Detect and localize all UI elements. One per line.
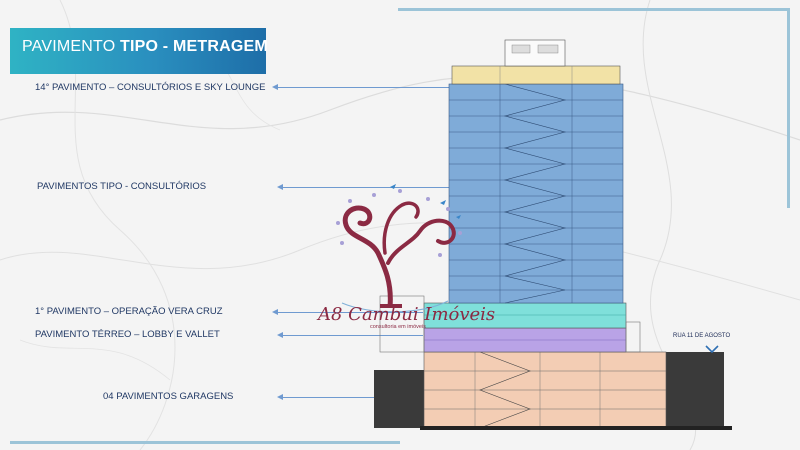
pointer-arrow-ground bbox=[277, 332, 283, 338]
street-arrow-icon bbox=[705, 345, 719, 354]
street-label: RUA 11 DE AGOSTO bbox=[673, 333, 731, 339]
pointer-line-floor1 bbox=[278, 312, 423, 313]
neighbor-outline bbox=[379, 295, 641, 353]
typical-floors bbox=[448, 83, 624, 304]
roof-structure bbox=[504, 39, 566, 67]
pointer-arrow-typical bbox=[277, 184, 283, 190]
title-banner: PAVIMENTO TIPO - METRAGEM bbox=[10, 28, 268, 74]
bird-icon bbox=[390, 184, 461, 219]
title-normal: PAVIMENTO bbox=[22, 38, 121, 55]
watermark-arc bbox=[341, 300, 449, 313]
pointer-arrow-floor1 bbox=[272, 309, 278, 315]
pointer-line-floor14 bbox=[278, 87, 450, 88]
pointer-line-garage bbox=[283, 397, 423, 398]
label-floor14: 14° PAVIMENTO – CONSULTÓRIOS E SKY LOUNG… bbox=[35, 82, 266, 93]
label-garage: 04 PAVIMENTOS GARAGENS bbox=[103, 391, 234, 402]
pointer-line-ground bbox=[283, 335, 423, 336]
star-decoration bbox=[336, 189, 462, 257]
soil-left bbox=[374, 370, 424, 428]
frame-line-bottom bbox=[10, 441, 400, 444]
ground-floor bbox=[423, 327, 627, 353]
building-section-drawing bbox=[374, 39, 732, 430]
frame-line-right bbox=[787, 8, 790, 208]
garage-floors bbox=[420, 351, 732, 430]
title-bold: TIPO - METRAGEM bbox=[120, 38, 268, 55]
sky-lounge-floor bbox=[451, 65, 621, 85]
label-typical: PAVIMENTOS TIPO - CONSULTÓRIOS bbox=[37, 181, 207, 192]
page-title: PAVIMENTO TIPO - METRAGEM bbox=[22, 38, 268, 56]
pointer-line-typical bbox=[283, 187, 450, 188]
watermark-tagline: consultoria em imóveis bbox=[370, 324, 426, 330]
tree-logo-icon bbox=[336, 184, 462, 308]
label-floor1: 1° PAVIMENTO – OPERAÇÃO VERA CRUZ bbox=[35, 306, 223, 317]
pointer-arrow-garage bbox=[277, 394, 283, 400]
watermark-name: A8 Cambui Imóveis bbox=[318, 304, 496, 325]
pointer-arrow-floor14 bbox=[272, 84, 278, 90]
soil-right bbox=[664, 352, 724, 428]
frame-line-top bbox=[398, 8, 788, 11]
label-ground: PAVIMENTO TÉRREO – LOBBY E VALLET bbox=[35, 329, 220, 340]
